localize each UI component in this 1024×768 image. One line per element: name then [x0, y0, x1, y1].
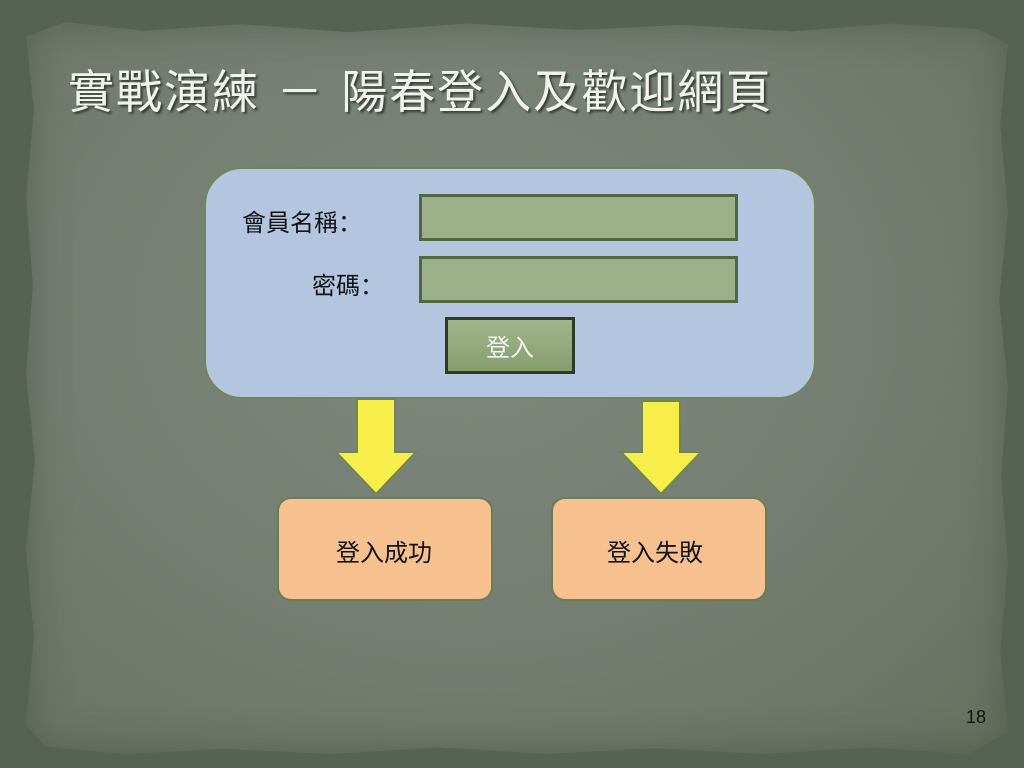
login-success-box — [277, 497, 493, 601]
page-number: 18 — [966, 707, 987, 727]
login-button[interactable]: 登入 — [445, 317, 575, 374]
login-failure-label: 登入失敗 — [607, 539, 703, 567]
username-label: 會員名稱： — [242, 209, 362, 237]
password-label: 密碼： — [312, 272, 384, 300]
login-failure-box — [551, 497, 767, 601]
down-arrow-icon — [334, 398, 418, 496]
login-success-label: 登入成功 — [336, 539, 432, 567]
password-input[interactable] — [419, 256, 738, 303]
down-arrow-icon — [619, 400, 703, 496]
slide-title: 實戰演練 － 陽春登入及歡迎網頁 — [68, 65, 774, 119]
username-input[interactable] — [419, 194, 738, 241]
